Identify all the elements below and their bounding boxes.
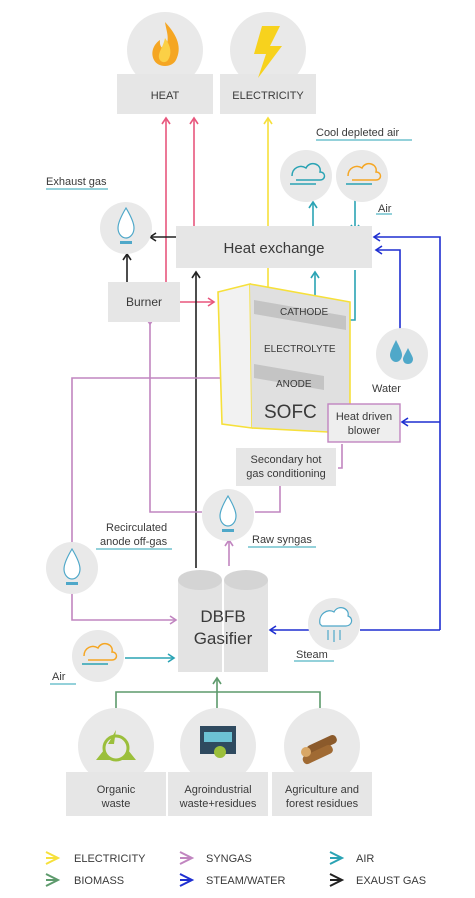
water-flow-to-exchange xyxy=(372,232,441,630)
feedstock-agroindustrial: Agroindustrial waste+residues xyxy=(168,708,268,816)
gasifier-label-line1: DBFB xyxy=(200,607,245,626)
legend-air: AIR xyxy=(329,851,374,865)
feedstock-label-line1: Organic xyxy=(97,784,136,796)
legend-biomass: BIOMASS xyxy=(45,873,124,887)
cool-depleted-air-node: Cool depleted air xyxy=(280,127,412,202)
legend-label: AIR xyxy=(356,853,374,865)
wind-icon xyxy=(290,162,326,185)
exhaust-gas-label: Exhaust gas xyxy=(46,176,107,188)
air-bottom-label: Air xyxy=(52,671,66,683)
steam-cloud-icon xyxy=(319,607,353,642)
heat-exchange: Heat exchange xyxy=(176,226,372,268)
air-top-label: Air xyxy=(378,203,392,215)
flame-icon xyxy=(152,22,179,66)
legend-exaust-gas: EXAUST GAS xyxy=(329,873,426,887)
legend-label: STEAM/WATER xyxy=(206,875,286,887)
raw-syngas-label: Raw syngas xyxy=(252,534,312,546)
lightning-icon xyxy=(254,26,282,78)
cool-depleted-air-label: Cool depleted air xyxy=(316,127,400,139)
water-drops-icon xyxy=(390,340,413,364)
legend-label: BIOMASS xyxy=(74,875,124,887)
recirculated-label-line1: Recirculated xyxy=(106,522,167,534)
syngas-flow-conditioning xyxy=(255,476,281,513)
feedstock-label-line1: Agriculture and xyxy=(285,784,359,796)
secondary-label-line2: gas conditioning xyxy=(246,468,326,480)
droplet-icon xyxy=(219,494,237,532)
legend-label: EXAUST GAS xyxy=(356,875,426,887)
burner: Burner xyxy=(108,282,180,322)
syngas-flow-secondary xyxy=(338,444,343,469)
heat-driven-blower: Heat driven blower xyxy=(327,403,401,443)
steam-node: Steam xyxy=(294,598,360,662)
factory-icon xyxy=(200,726,236,758)
dbfb-gasifier: DBFB Gasifier xyxy=(178,570,268,672)
syngas-flow-recirculated xyxy=(71,377,275,625)
electricity-label: ELECTRICITY xyxy=(232,90,304,102)
feedstock-label-line2: waste xyxy=(101,798,131,810)
legend-steam-water: STEAM/WATER xyxy=(179,873,286,887)
recirculated-label-line2: anode off-gas xyxy=(100,536,168,548)
air-top-node: Air xyxy=(336,150,392,215)
exhaust-gas-node: Exhaust gas xyxy=(46,176,152,254)
gasifier-label-line2: Gasifier xyxy=(194,629,253,648)
blower-label-line1: Heat driven xyxy=(336,411,392,423)
feedstock-label-line1: Agroindustrial xyxy=(184,784,251,796)
heat-output: HEAT xyxy=(117,12,213,114)
logs-icon xyxy=(301,735,337,765)
biomass-collector xyxy=(115,691,321,708)
legend-electricity: ELECTRICITY xyxy=(45,851,146,865)
air-bottom-node: Air xyxy=(50,630,124,685)
raw-syngas-node: Raw syngas xyxy=(202,489,316,548)
legend-syngas: SYNGAS xyxy=(179,851,252,865)
feedstock-organic-waste: Organic waste xyxy=(66,708,166,816)
heat-label: HEAT xyxy=(151,90,180,102)
droplet-icon xyxy=(117,206,135,244)
feedstock-label-line2: waste+residues xyxy=(179,798,257,810)
water-flow-recycle xyxy=(374,245,401,330)
electricity-output: ELECTRICITY xyxy=(220,12,316,114)
electrolyte-label: ELECTROLYTE xyxy=(264,344,336,355)
legend-label: ELECTRICITY xyxy=(74,853,146,865)
warm-wind-icon xyxy=(346,162,382,185)
steam-label: Steam xyxy=(296,649,328,661)
legend-label: SYNGAS xyxy=(206,853,252,865)
sofc-title: SOFC xyxy=(264,402,317,423)
feedstock-label-line2: forest residues xyxy=(286,798,359,810)
secondary-label-line1: Secondary hot xyxy=(251,454,322,466)
recirculated-node: Recirculated anode off-gas xyxy=(46,522,172,594)
feedstock-agriculture-forest: Agriculture and forest residues xyxy=(272,708,372,816)
water-node: Water xyxy=(372,328,428,395)
warm-wind-icon xyxy=(82,642,118,665)
anode-label: ANODE xyxy=(276,379,312,390)
droplet-icon xyxy=(63,547,81,585)
sofc-stack: CATHODE ELECTROLYTE ANODE SOFC xyxy=(217,282,351,433)
heat-exchange-label: Heat exchange xyxy=(224,240,325,257)
secondary-gas-conditioning: Secondary hot gas conditioning xyxy=(236,448,336,486)
recycle-icon xyxy=(96,730,136,762)
syngas-flow-burner xyxy=(145,317,202,513)
legend: ELECTRICITY BIOMASS SYNGAS STEAM/WATER A… xyxy=(45,851,426,887)
cathode-label: CATHODE xyxy=(280,307,328,318)
burner-label: Burner xyxy=(126,295,162,309)
water-label: Water xyxy=(372,383,401,395)
blower-label-line2: blower xyxy=(348,425,381,437)
